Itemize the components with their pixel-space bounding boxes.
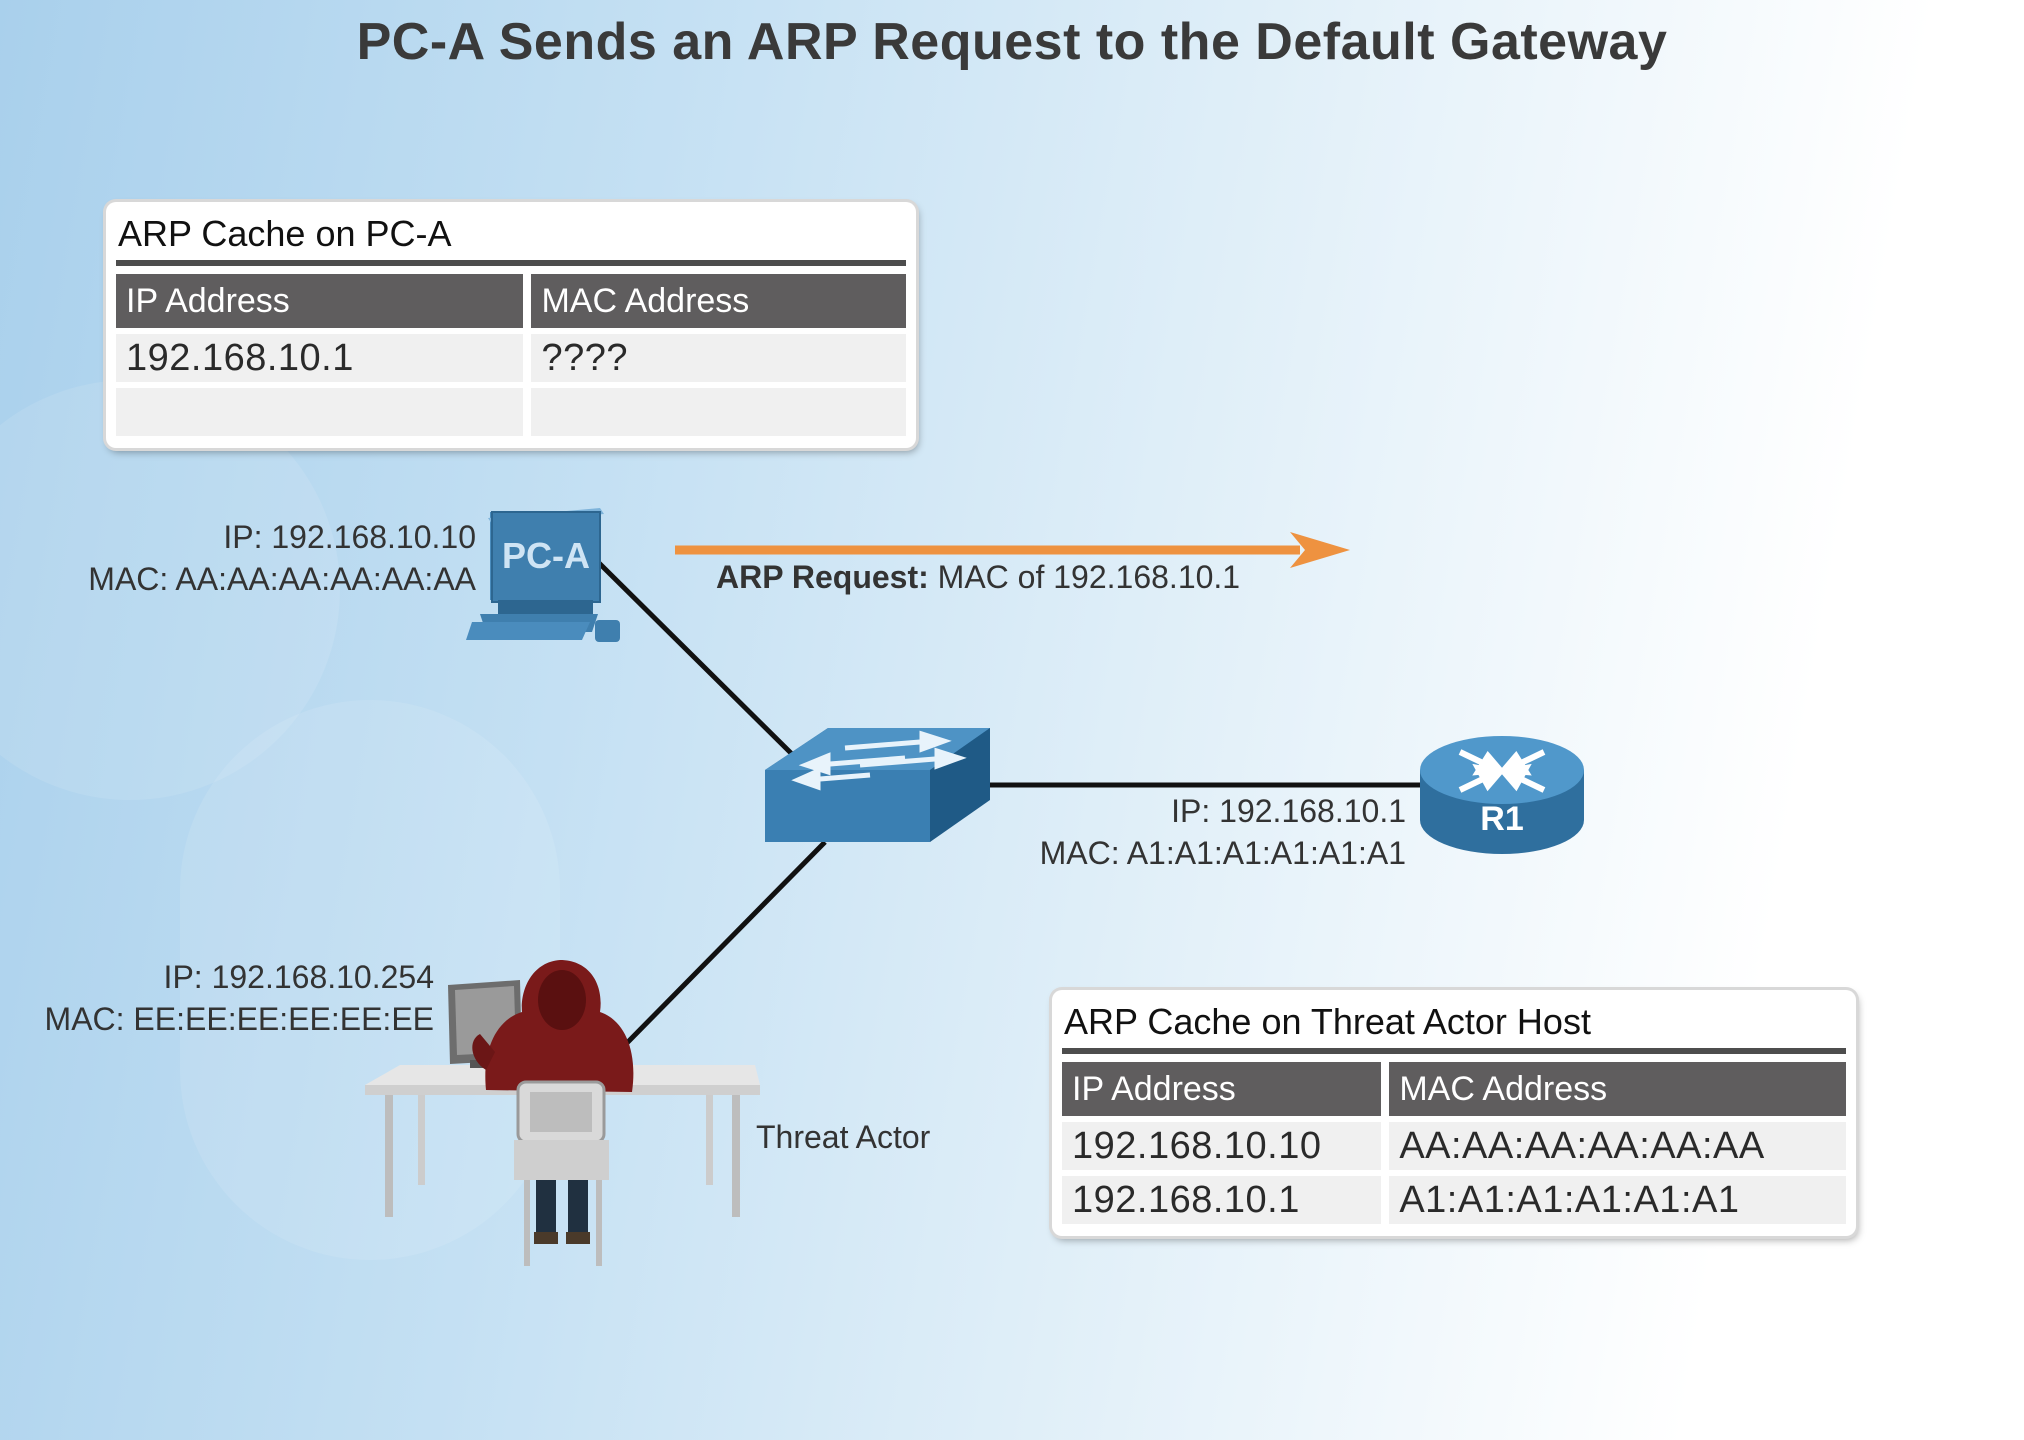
arp-request-prefix: ARP Request: bbox=[716, 559, 929, 595]
link-pca-switch bbox=[596, 560, 802, 764]
switch-icon bbox=[765, 728, 990, 842]
divider bbox=[116, 260, 906, 266]
table-row bbox=[116, 388, 906, 436]
arp-request-label: ARP Request: MAC of 192.168.10.1 bbox=[716, 556, 1240, 598]
divider bbox=[1062, 1048, 1846, 1054]
table-row: 192.168.10.1 A1:A1:A1:A1:A1:A1 bbox=[1062, 1176, 1846, 1224]
cache-title: ARP Cache on PC-A bbox=[118, 213, 452, 254]
table-row: 192.168.10.1 ???? bbox=[116, 334, 906, 382]
mac-cell: AA:AA:AA:AA:AA:AA bbox=[1389, 1122, 1846, 1170]
arp-request-arrow bbox=[675, 532, 1350, 568]
ip-cell: 192.168.10.1 bbox=[1062, 1176, 1382, 1224]
pc-a-label: PC-A bbox=[502, 535, 590, 576]
r1-address-label: IP: 192.168.10.1 MAC: A1:A1:A1:A1:A1:A1 bbox=[1040, 790, 1406, 874]
threat-actor-ip: IP: 192.168.10.254 bbox=[163, 959, 434, 995]
cache-title: ARP Cache on Threat Actor Host bbox=[1064, 1001, 1591, 1042]
arp-request-text: MAC of 192.168.10.1 bbox=[937, 559, 1241, 595]
pc-a-icon: PC-A bbox=[466, 508, 620, 642]
link-switch-threat bbox=[620, 840, 827, 1050]
column-header: IP Address bbox=[116, 274, 524, 328]
router-r1-icon: R1 bbox=[1420, 736, 1584, 854]
pc-a-mac: MAC: AA:AA:AA:AA:AA:AA bbox=[88, 561, 476, 597]
ip-cell bbox=[116, 388, 524, 436]
ip-cell: 192.168.10.1 bbox=[116, 334, 524, 382]
column-header: MAC Address bbox=[531, 274, 906, 328]
bg-decoration bbox=[180, 700, 560, 1260]
mac-cell: ???? bbox=[531, 334, 906, 382]
arp-cache-threat-actor: ARP Cache on Threat Actor Host IP Addres… bbox=[1052, 990, 1856, 1236]
bg-decoration bbox=[0, 380, 340, 800]
arp-table: IP Address MAC Address 192.168.10.10 AA:… bbox=[1054, 1056, 1854, 1230]
r1-label: R1 bbox=[1480, 800, 1523, 838]
r1-mac: MAC: A1:A1:A1:A1:A1:A1 bbox=[1039, 835, 1406, 871]
threat-actor-address-label: IP: 192.168.10.254 MAC: EE:EE:EE:EE:EE:E… bbox=[45, 956, 434, 1040]
pc-a-ip: IP: 192.168.10.10 bbox=[223, 519, 476, 555]
column-header: IP Address bbox=[1062, 1062, 1382, 1116]
table-row: 192.168.10.10 AA:AA:AA:AA:AA:AA bbox=[1062, 1122, 1846, 1170]
threat-actor-mac: MAC: EE:EE:EE:EE:EE:EE bbox=[44, 1001, 434, 1037]
r1-ip: IP: 192.168.10.1 bbox=[1171, 793, 1406, 829]
mac-cell bbox=[531, 388, 906, 436]
arp-cache-pca: ARP Cache on PC-A IP Address MAC Address… bbox=[106, 202, 916, 448]
arp-table: IP Address MAC Address 192.168.10.1 ???? bbox=[108, 268, 914, 442]
threat-actor-icon bbox=[365, 960, 760, 1266]
page-title: PC-A Sends an ARP Request to the Default… bbox=[356, 13, 1668, 71]
pc-a-address-label: IP: 192.168.10.10 MAC: AA:AA:AA:AA:AA:AA bbox=[88, 516, 476, 600]
column-header: MAC Address bbox=[1389, 1062, 1846, 1116]
ip-cell: 192.168.10.10 bbox=[1062, 1122, 1382, 1170]
threat-actor-label: Threat Actor bbox=[756, 1119, 931, 1155]
mac-cell: A1:A1:A1:A1:A1:A1 bbox=[1389, 1176, 1846, 1224]
